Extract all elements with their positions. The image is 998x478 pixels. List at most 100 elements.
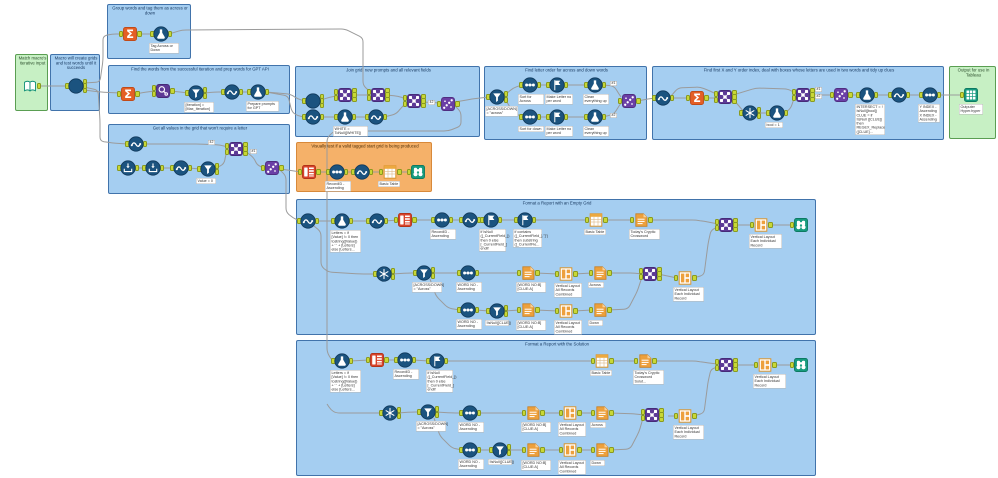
sort-tool[interactable] bbox=[462, 442, 478, 458]
join-tool[interactable] bbox=[718, 357, 734, 373]
multi-row-formula-tool[interactable] bbox=[300, 213, 316, 229]
formula-tool[interactable] bbox=[334, 353, 350, 369]
summarize-tool[interactable]: Σ bbox=[120, 86, 136, 102]
report-text-tool[interactable] bbox=[520, 265, 536, 281]
browse-tool[interactable] bbox=[793, 217, 809, 233]
multi-field-formula-tool[interactable] bbox=[483, 212, 499, 228]
union-tool[interactable] bbox=[833, 87, 849, 103]
multi-row-formula-tool[interactable] bbox=[354, 164, 370, 180]
output-data-tool[interactable] bbox=[963, 87, 979, 103]
multi-row-formula-tool[interactable] bbox=[462, 212, 478, 228]
union-tool[interactable] bbox=[621, 93, 637, 109]
container-output-tableau[interactable]: Output for use in Tableau bbox=[949, 66, 996, 139]
filter-tool[interactable] bbox=[492, 442, 508, 458]
sort-tool[interactable] bbox=[434, 212, 450, 228]
multi-field-formula-tool[interactable] bbox=[429, 353, 445, 369]
layout-tool[interactable] bbox=[558, 303, 574, 319]
sample-tool[interactable] bbox=[120, 160, 136, 176]
formula-tool[interactable] bbox=[334, 213, 350, 229]
multi-row-formula-tool[interactable] bbox=[224, 84, 240, 100]
join-tool[interactable] bbox=[406, 93, 422, 109]
summarize-tool[interactable]: Σ bbox=[122, 26, 138, 42]
multi-row-formula-tool[interactable] bbox=[655, 90, 671, 106]
formula-tool[interactable] bbox=[250, 84, 266, 100]
formula-tool[interactable] bbox=[859, 87, 875, 103]
formula-tool[interactable] bbox=[587, 109, 603, 125]
multi-row-formula-tool[interactable] bbox=[368, 109, 384, 125]
layout-tool[interactable] bbox=[558, 266, 574, 282]
join-tool[interactable] bbox=[795, 87, 811, 103]
record-id-tool[interactable] bbox=[397, 212, 413, 228]
layout-tool[interactable] bbox=[562, 405, 578, 421]
filter-tool[interactable] bbox=[416, 265, 432, 281]
tool-annotation: [WORD NO:B] [CLUE:A] bbox=[516, 282, 546, 293]
sample-tool[interactable] bbox=[145, 160, 161, 176]
sort-tool[interactable] bbox=[522, 77, 538, 93]
layout-tool[interactable] bbox=[562, 442, 578, 458]
join-tool[interactable] bbox=[337, 87, 353, 103]
union-tool[interactable] bbox=[440, 96, 456, 112]
sort-tool[interactable] bbox=[462, 405, 478, 421]
multi-field-formula-tool[interactable] bbox=[549, 77, 565, 93]
union-tool[interactable] bbox=[264, 160, 280, 176]
basic-table-tool[interactable] bbox=[588, 212, 604, 228]
multi-row-formula-tool[interactable] bbox=[891, 87, 907, 103]
filter-tool[interactable] bbox=[200, 161, 216, 177]
multi-row-formula-tool[interactable] bbox=[128, 136, 144, 152]
report-text-tool[interactable] bbox=[633, 212, 649, 228]
report-text-tool[interactable] bbox=[594, 442, 610, 458]
report-text-tool[interactable] bbox=[592, 302, 608, 318]
report-text-tool[interactable] bbox=[520, 302, 536, 318]
anchor-nub bbox=[506, 450, 511, 456]
join-tool[interactable] bbox=[228, 141, 244, 157]
multi-field-formula-tool[interactable] bbox=[517, 212, 533, 228]
unique-tool[interactable] bbox=[382, 405, 398, 421]
multi-row-formula-tool[interactable] bbox=[305, 109, 321, 125]
join-tool[interactable] bbox=[718, 217, 734, 233]
filter-tool[interactable] bbox=[489, 303, 505, 319]
sort-tool[interactable] bbox=[329, 164, 345, 180]
formula-tool[interactable] bbox=[337, 109, 353, 125]
formula-tool[interactable] bbox=[769, 105, 785, 121]
find-replace-tool[interactable] bbox=[155, 83, 171, 99]
sort-tool[interactable] bbox=[922, 87, 938, 103]
layout-tool[interactable] bbox=[757, 357, 773, 373]
record-id-tool[interactable] bbox=[369, 352, 385, 368]
sort-tool[interactable] bbox=[460, 302, 476, 318]
report-text-tool[interactable] bbox=[525, 405, 541, 421]
multi-row-formula-tool[interactable] bbox=[173, 160, 189, 176]
layout-tool[interactable] bbox=[677, 408, 693, 424]
multi-row-formula-tool[interactable] bbox=[369, 213, 385, 229]
report-text-tool[interactable] bbox=[594, 405, 610, 421]
basic-table-tool[interactable] bbox=[382, 164, 398, 180]
sort-tool[interactable] bbox=[522, 109, 538, 125]
summarize-tool[interactable]: Σ bbox=[689, 90, 705, 106]
report-text-tool[interactable] bbox=[637, 353, 653, 369]
unique-tool[interactable] bbox=[742, 105, 758, 121]
formula-tool[interactable] bbox=[153, 26, 169, 42]
report-text-tool[interactable] bbox=[525, 442, 541, 458]
macro-input-tool[interactable] bbox=[22, 78, 38, 94]
macro-tool[interactable] bbox=[305, 93, 321, 109]
formula-tool[interactable] bbox=[587, 77, 603, 93]
join-tool[interactable] bbox=[644, 407, 660, 423]
filter-tool[interactable] bbox=[489, 89, 505, 105]
crossword-macro-tool[interactable] bbox=[68, 78, 84, 94]
layout-tool[interactable] bbox=[677, 270, 693, 286]
browse-tool[interactable] bbox=[793, 357, 809, 373]
report-text-tool[interactable] bbox=[592, 265, 608, 281]
container-match-macro-input[interactable]: Match macro's iterative input bbox=[15, 54, 48, 111]
filter-tool[interactable] bbox=[188, 85, 204, 101]
browse-tool[interactable] bbox=[410, 164, 426, 180]
layout-tool[interactable] bbox=[753, 217, 769, 233]
join-tool[interactable] bbox=[717, 89, 733, 105]
unique-tool[interactable] bbox=[376, 266, 392, 282]
join-tool[interactable] bbox=[370, 87, 386, 103]
sort-tool[interactable] bbox=[460, 265, 476, 281]
filter-tool[interactable] bbox=[420, 404, 436, 420]
join-tool[interactable] bbox=[642, 266, 658, 282]
multi-field-formula-tool[interactable] bbox=[549, 109, 565, 125]
record-id-tool[interactable] bbox=[301, 164, 317, 180]
basic-table-tool[interactable] bbox=[594, 353, 610, 369]
sort-tool[interactable] bbox=[397, 352, 413, 368]
